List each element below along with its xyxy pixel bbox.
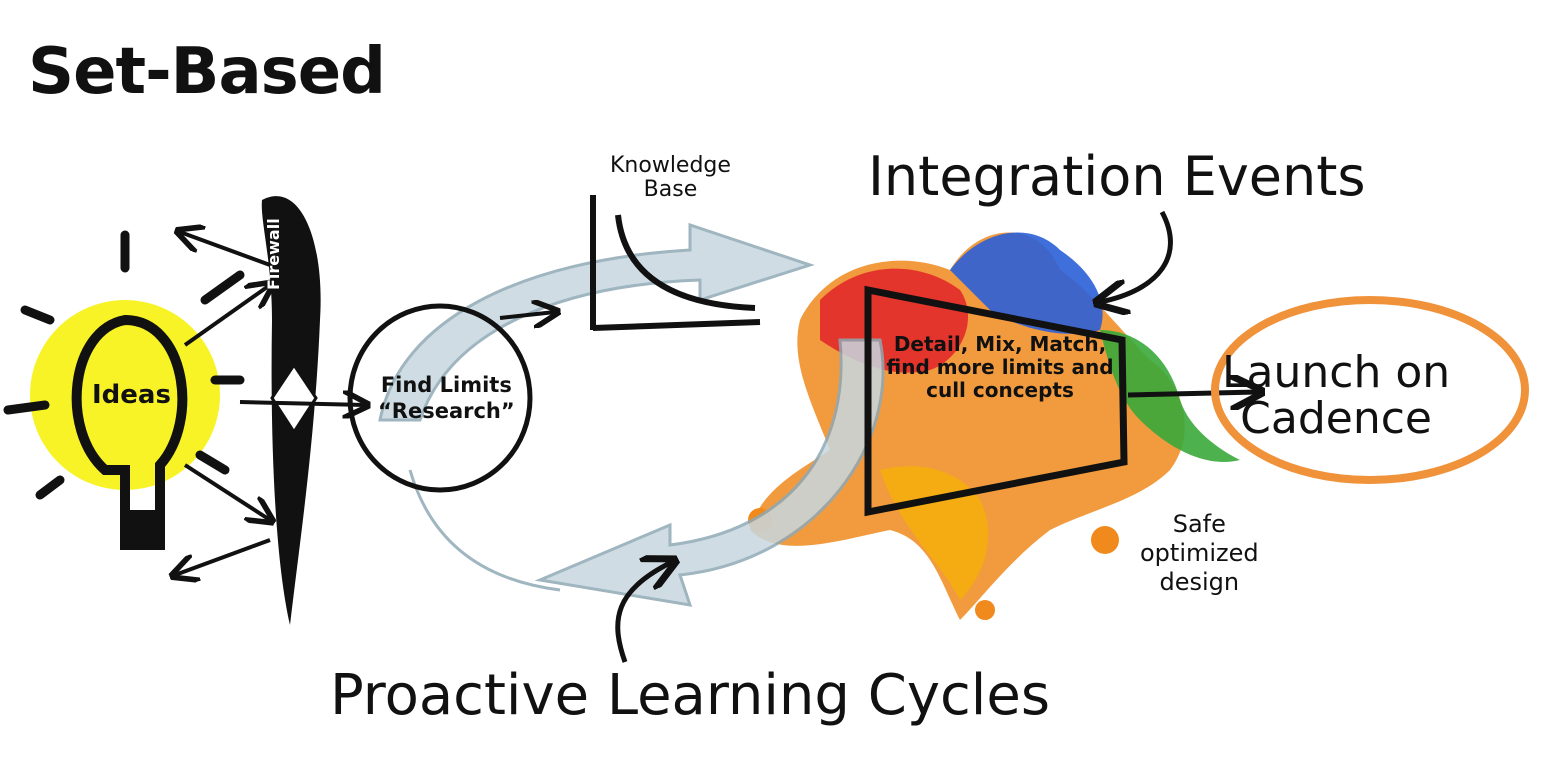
ideas-label: Ideas [92, 380, 171, 410]
knowledge-line2: Base [643, 177, 698, 203]
launch-circle [1211, 296, 1529, 484]
proactive-pointer [615, 562, 672, 663]
knowledge-base-label: Knowledge Base [610, 153, 731, 203]
find-limits-label: Find Limits “Research” [378, 372, 515, 425]
integration-events-label: Integration Events [868, 145, 1366, 208]
knowledge-base-chart [590, 195, 761, 331]
launch-line1: Launch on [1222, 347, 1451, 398]
safe-line1: Safe [1172, 510, 1226, 538]
lightbulb [3, 230, 245, 550]
safe-optimized-design-label: Safe optimized design [1140, 510, 1259, 596]
knowledge-line1: Knowledge [610, 153, 731, 178]
safe-line3: design [1159, 567, 1240, 596]
to-launch-arrow [1127, 392, 1258, 395]
to-knowledge-arrow [499, 312, 555, 318]
detail-mix-match-label: Detail, Mix, Match, find more limits and… [886, 332, 1114, 402]
diagram-title: Set-Based [28, 35, 386, 109]
find-limits-line2: “Research” [378, 399, 515, 424]
integration-events-pointer [1100, 210, 1173, 302]
firewall-label: Firewall [264, 218, 283, 290]
proactive-learning-cycles-label: Proactive Learning Cycles [330, 663, 1050, 728]
find-limits-line1: Find Limits [380, 373, 512, 397]
launch-line2: Cadence [1240, 393, 1432, 445]
learning-cycle-arrows [378, 222, 885, 607]
integration-box [864, 285, 1128, 517]
find-limits-circle [347, 303, 533, 493]
launch-on-cadence-label: Launch on Cadence [1222, 347, 1451, 445]
safe-line2: optimized [1140, 538, 1259, 567]
idea-arrows [175, 232, 365, 575]
